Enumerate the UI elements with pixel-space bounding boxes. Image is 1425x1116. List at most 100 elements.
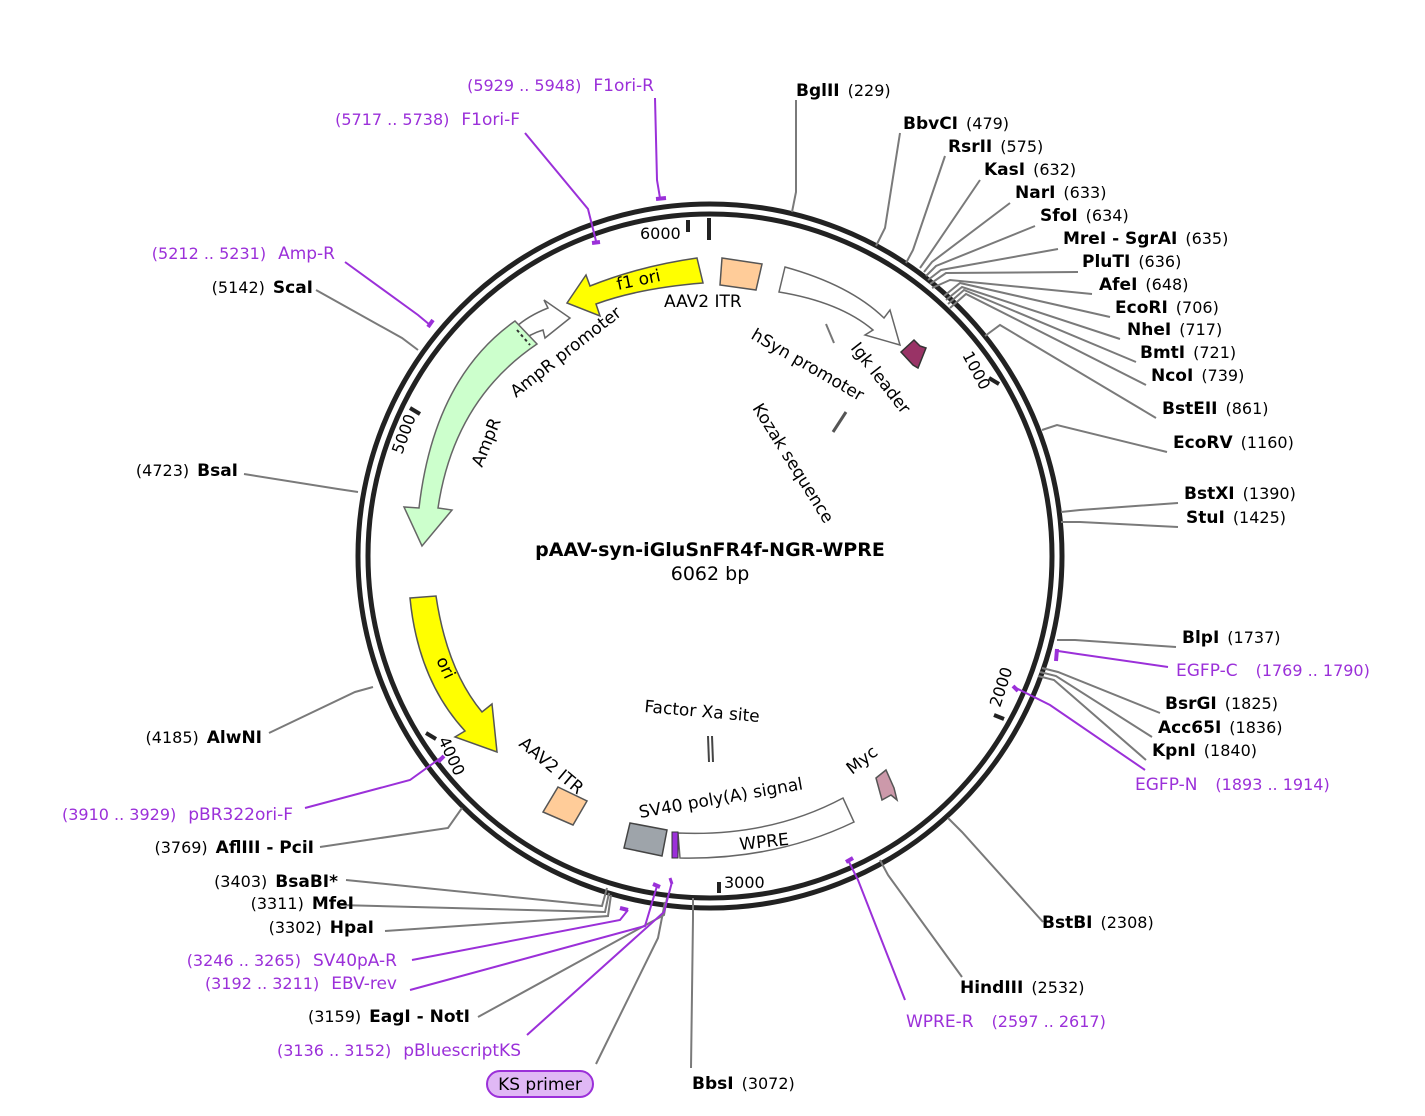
- aav2-itr-bottom-label: AAV2 ITR: [515, 734, 588, 799]
- hsyn-promoter-arrow: [778, 266, 902, 347]
- tick-mark-1000: [987, 376, 1001, 386]
- leader-afliii-pcii: [319, 807, 463, 848]
- primer-f1ori-f: (5717 .. 5738)F1ori-F: [335, 110, 520, 130]
- leader-blpi: [1057, 639, 1177, 648]
- leader-ks-primer: [595, 901, 666, 1065]
- leader-eagi-noti: [477, 897, 668, 1018]
- tick-label-5000: 5000: [388, 412, 420, 457]
- ks-primer-label: KS primer: [498, 1075, 582, 1095]
- hsyn-promoter-label: hSyn promoter: [748, 325, 868, 406]
- factor-xa-mark-2: [711, 735, 714, 763]
- leader-nhei: [945, 285, 1121, 340]
- wpre-start-mark: [671, 831, 679, 859]
- restriction-leaders: [243, 100, 1179, 1069]
- site-mfei: (3311)MfeI: [251, 894, 354, 914]
- ori-arrow: [409, 595, 498, 754]
- tick-marks: [408, 218, 1005, 893]
- ampr-label: AmpR: [468, 415, 506, 470]
- mark-wpre-r: [845, 856, 854, 864]
- primer-sv40pa-r: (3246 .. 3265)SV40pA-R: [187, 951, 397, 971]
- leader-pbluescriptks: [526, 881, 673, 1036]
- leader-sfoi: [925, 225, 1036, 277]
- leader-ecorv: [1041, 423, 1168, 453]
- leader-ecori: [943, 281, 1111, 318]
- site-bglii: BglII(229): [796, 81, 891, 101]
- leader-stui: [1061, 521, 1179, 528]
- kozak-sequence-label: Kozak sequence: [748, 400, 838, 527]
- leader-egfp-c: [1057, 650, 1169, 668]
- leader-scai: [315, 289, 419, 351]
- leader-bbvci: [875, 132, 901, 247]
- aav2-itr-top-label: AAV2 ITR: [664, 292, 742, 312]
- leader-bsabi: [345, 879, 608, 908]
- primer-f1ori-r: (5929 .. 5948)F1ori-R: [467, 76, 654, 96]
- site-bsrgi: BsrGI(1825): [1165, 694, 1278, 714]
- aav2-itr-top-box: [719, 257, 763, 291]
- site-bmti: BmtI(721): [1140, 343, 1236, 363]
- leader-pluti: [929, 271, 1079, 285]
- leader-sv40pa-r: [411, 909, 629, 961]
- site-acc65i: Acc65I(1836): [1158, 718, 1283, 738]
- leader-alwni: [268, 686, 374, 734]
- plasmid-name: pAAV-syn-iGluSnFR4f-NGR-WPRE: [535, 539, 885, 561]
- leader-amp-r: [344, 261, 431, 326]
- site-scai: (5142)ScaI: [212, 278, 313, 298]
- leader-f1ori-r: [654, 97, 661, 199]
- site-ncoi: NcoI(739): [1151, 366, 1244, 386]
- leader-hindiii: [879, 859, 963, 978]
- leader-bglii: [791, 100, 797, 213]
- primer-leaders: [304, 97, 1169, 1036]
- site-eagi-noti: (3159)EagI - NotI: [308, 1007, 470, 1027]
- backbone-inner-ring: [365, 211, 1055, 901]
- site-bstxi: BstXI(1390): [1184, 484, 1296, 504]
- site-bstbi: BstBI(2308): [1042, 913, 1154, 933]
- leader-mfei: [337, 892, 610, 914]
- leader-ebv-rev: [409, 885, 658, 991]
- primer-pbluescriptks: (3136 .. 3152)pBluescriptKS: [277, 1041, 521, 1061]
- leader-bsai: [243, 473, 359, 493]
- leader-bmti: [947, 288, 1137, 363]
- leader-egfp-n: [1015, 687, 1146, 771]
- site-ecorv: EcoRV(1160): [1173, 433, 1294, 453]
- site-afliii-pcii: (3769)AflIII - PciI: [154, 838, 314, 858]
- tick-label-6000: 6000: [640, 224, 681, 243]
- f1-ori-arrow: [565, 257, 704, 318]
- leader-pbr322ori-f: [304, 756, 443, 809]
- ks-primer-badge: [486, 1070, 594, 1098]
- site-kpni: KpnI(1840): [1152, 741, 1257, 761]
- leader-bstxi: [1060, 502, 1179, 513]
- tick-mark-4000: [424, 731, 438, 741]
- primer-wpre-r: WPRE-R(2597 .. 2617): [906, 1012, 1106, 1032]
- tick-mark-5000: [408, 406, 422, 416]
- wpre-arc: [677, 796, 855, 859]
- site-hpai: (3302)HpaI: [269, 918, 374, 938]
- leader-afei: [931, 278, 1093, 295]
- site-kasi: KasI(632): [984, 160, 1076, 180]
- leader-ncoi: [949, 292, 1147, 386]
- factor-xa-site-label: Factor Xa site: [644, 697, 761, 727]
- primer-amp-r: (5212 .. 5231)Amp-R: [152, 244, 335, 264]
- site-bsabi: (3403)BsaBI*: [214, 872, 338, 892]
- site-nari: NarI(633): [1015, 183, 1106, 203]
- tick-label-3000: 3000: [724, 873, 765, 892]
- igk-leader-arrow: [899, 338, 927, 370]
- wpre-label: WPRE: [738, 830, 789, 855]
- leader-kasi: [919, 179, 981, 269]
- site-alwni: (4185)AlwNI: [146, 728, 262, 748]
- site-bbsi: BbsI(3072): [692, 1074, 795, 1094]
- site-sfoi: SfoI(634): [1040, 206, 1129, 226]
- mark-ebv-rev: [652, 882, 661, 889]
- site-mrei-sgrai: MreI - SgrAI(635): [1063, 229, 1228, 249]
- kozak-mark: [831, 411, 848, 433]
- leader-bsrgi: [1041, 667, 1161, 714]
- site-blpi: BlpI(1737): [1182, 628, 1280, 648]
- myc-label: Myc: [843, 742, 882, 779]
- mark-pbr322ori-f: [436, 754, 446, 764]
- leader-acc65i: [1039, 671, 1153, 738]
- tick-label-2000: 2000: [986, 665, 1017, 710]
- leader-bbsi: [690, 898, 694, 1069]
- sv40-polya-label: SV40 poly(A) signal: [637, 774, 804, 823]
- site-bsteii: BstEII(861): [1162, 399, 1269, 419]
- myc-arrow: [875, 768, 899, 803]
